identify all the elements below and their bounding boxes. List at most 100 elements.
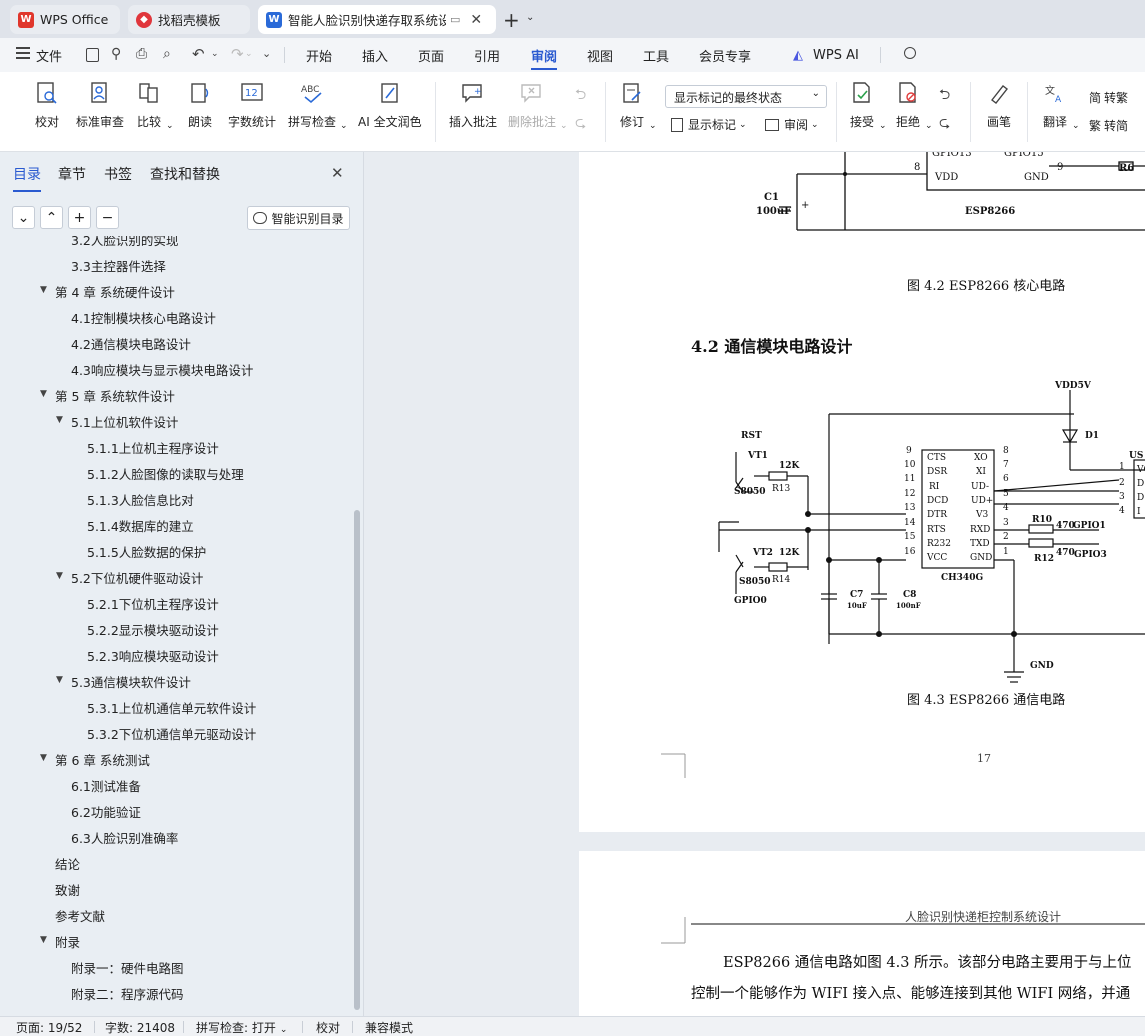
- toc-item[interactable]: 5.2.3响应模块驱动设计: [87, 649, 219, 664]
- toc-item[interactable]: 5.3.1上位机通信单元软件设计: [87, 701, 257, 716]
- accept-button[interactable]: 接受⌄: [849, 80, 887, 131]
- add-heading-button[interactable]: +: [68, 206, 91, 229]
- collapse-arrow-icon[interactable]: ▼: [56, 571, 63, 581]
- print-preview-icon[interactable]: ⌕: [163, 46, 171, 62]
- monitor-icon[interactable]: ▭: [450, 13, 461, 26]
- save-icon[interactable]: [86, 48, 99, 62]
- toc-item[interactable]: 5.3通信模块软件设计: [71, 675, 191, 690]
- read-aloud-button[interactable]: 朗读: [187, 80, 213, 130]
- collapse-arrow-icon[interactable]: ▼: [56, 415, 63, 425]
- more-chevron-icon[interactable]: ⌄: [262, 47, 272, 60]
- tab-wps-office[interactable]: W WPS Office: [10, 5, 120, 34]
- collapse-arrow-icon[interactable]: ▼: [56, 675, 63, 685]
- menu-references[interactable]: 引用: [474, 49, 501, 65]
- to-traditional-button[interactable]: 简转繁: [1089, 91, 1129, 105]
- close-tab-icon[interactable]: ✕: [470, 11, 483, 28]
- review-pane-button[interactable]: 审阅⌄: [765, 116, 819, 133]
- new-tab-button[interactable]: +: [503, 8, 520, 32]
- toc-item[interactable]: 5.3.2下位机通信单元驱动设计: [87, 727, 257, 742]
- menu-insert[interactable]: 插入: [362, 49, 389, 65]
- close-pane-icon[interactable]: ✕: [331, 164, 344, 182]
- spell-check-button[interactable]: ABC 拼写检查⌄: [288, 80, 348, 131]
- tab-toc[interactable]: 目录: [13, 164, 41, 192]
- toc-item[interactable]: 3.3主控器件选择: [71, 259, 166, 274]
- menu-home[interactable]: 开始: [306, 49, 333, 65]
- menu-review[interactable]: 审阅: [531, 38, 558, 72]
- toc-item[interactable]: 参考文献: [55, 909, 106, 924]
- toc-item[interactable]: 第 4 章 系统硬件设计: [55, 285, 175, 300]
- toc-item[interactable]: 第 6 章 系统测试: [55, 753, 150, 768]
- menu-file[interactable]: 文件: [36, 49, 63, 65]
- toc-item[interactable]: 5.1上位机软件设计: [71, 415, 179, 430]
- remove-heading-button[interactable]: −: [96, 206, 119, 229]
- tab-chapters[interactable]: 章节: [58, 167, 86, 183]
- tab-document[interactable]: W 智能人脸识别快递存取系统设 ▭ ✕: [258, 5, 496, 34]
- toc-item[interactable]: 致谢: [55, 883, 81, 898]
- pen-button[interactable]: 画笔: [986, 80, 1012, 130]
- menu-page[interactable]: 页面: [418, 49, 445, 65]
- undo-icon[interactable]: ↶: [192, 45, 205, 63]
- collapse-arrow-icon[interactable]: ▼: [40, 285, 47, 295]
- menu-tools[interactable]: 工具: [643, 49, 670, 65]
- pin-label: R232: [927, 539, 951, 549]
- word-count-button[interactable]: 12 字数统计: [228, 80, 276, 130]
- word-count-indicator[interactable]: 字数: 21408: [105, 1021, 176, 1035]
- chevron-down-icon[interactable]: ⌄: [526, 12, 535, 23]
- search-icon[interactable]: [904, 47, 916, 59]
- tab-bookmarks[interactable]: 书签: [104, 167, 132, 183]
- insert-comment-button[interactable]: + 插入批注: [449, 80, 497, 130]
- to-simplified-button[interactable]: 繁转简: [1089, 119, 1129, 133]
- toc-item[interactable]: 6.3人脸识别准确率: [71, 831, 179, 846]
- spell-check-indicator[interactable]: 拼写检查: 打开⌄: [196, 1021, 288, 1035]
- show-markup-button[interactable]: 显示标记⌄: [671, 116, 747, 133]
- tab-template[interactable]: ◆ 找稻壳模板: [128, 5, 250, 34]
- markup-display-select[interactable]: 显示标记的最终状态 ⌄: [665, 85, 827, 108]
- track-changes-button[interactable]: 修订⌄: [619, 80, 657, 131]
- toc-item[interactable]: 5.1.1上位机主程序设计: [87, 441, 219, 456]
- toc-item[interactable]: 6.1测试准备: [71, 779, 141, 794]
- toc-item[interactable]: 附录: [55, 935, 81, 950]
- toc-item[interactable]: 5.2.2显示模块驱动设计: [87, 623, 219, 638]
- proofread-indicator[interactable]: 校对: [316, 1021, 341, 1035]
- pane-scrollbar[interactable]: [354, 510, 360, 1010]
- hamburger-icon[interactable]: [16, 47, 30, 59]
- compare-button[interactable]: 比较⌄: [136, 80, 174, 131]
- smart-toc-button[interactable]: 智能识别目录: [247, 206, 350, 230]
- review-pane-icon: [765, 118, 779, 131]
- toc-item[interactable]: 附录二：程序源代码: [71, 987, 184, 1002]
- collapse-arrow-icon[interactable]: ▼: [40, 753, 47, 763]
- standard-review-button[interactable]: 标准审查: [76, 80, 124, 130]
- menu-member[interactable]: 会员专享: [699, 49, 752, 65]
- menu-view[interactable]: 视图: [587, 49, 614, 65]
- page-indicator[interactable]: 页面: 19/52: [16, 1021, 83, 1035]
- next-change-icon[interactable]: ⮎: [939, 115, 951, 131]
- undo-chevron-icon[interactable]: ⌄: [211, 49, 219, 59]
- toc-item[interactable]: 结论: [55, 857, 81, 872]
- menu-wps-ai[interactable]: WPS AI: [813, 47, 859, 63]
- toc-item[interactable]: 5.1.5人脸数据的保护: [87, 545, 207, 560]
- toc-item[interactable]: 6.2功能验证: [71, 805, 141, 820]
- toc-item[interactable]: 4.1控制模块核心电路设计: [71, 311, 216, 326]
- proofread-button[interactable]: 校对: [34, 80, 60, 130]
- toc-item[interactable]: 附录一：硬件电路图: [71, 961, 184, 976]
- expand-down-button[interactable]: ⌄: [12, 206, 35, 229]
- print-icon[interactable]: ⎙: [136, 46, 148, 62]
- toc-item[interactable]: 3.2人脸识别的实现: [71, 236, 179, 248]
- toc-item[interactable]: 5.1.3人脸信息比对: [87, 493, 194, 508]
- ai-polish-button[interactable]: AI 全文润色: [358, 80, 422, 130]
- collapse-arrow-icon[interactable]: ▼: [40, 935, 47, 945]
- toc-item[interactable]: 第 5 章 系统软件设计: [55, 389, 175, 404]
- toc-item[interactable]: 4.2通信模块电路设计: [71, 337, 191, 352]
- toc-item[interactable]: 5.1.2人脸图像的读取与处理: [87, 467, 244, 482]
- toc-item[interactable]: 5.2下位机硬件驱动设计: [71, 571, 204, 586]
- share-icon[interactable]: ⚲: [111, 46, 122, 62]
- collapse-up-button[interactable]: ⌃: [40, 206, 63, 229]
- collapse-arrow-icon[interactable]: ▼: [40, 389, 47, 399]
- toc-item[interactable]: 5.2.1下位机主程序设计: [87, 597, 219, 612]
- toc-item[interactable]: 4.3响应模块与显示模块电路设计: [71, 363, 254, 378]
- reject-button[interactable]: 拒绝⌄: [895, 80, 933, 131]
- prev-change-icon[interactable]: ⮌: [939, 87, 951, 103]
- tab-find-replace[interactable]: 查找和替换: [150, 167, 220, 183]
- toc-item[interactable]: 5.1.4数据库的建立: [87, 519, 194, 534]
